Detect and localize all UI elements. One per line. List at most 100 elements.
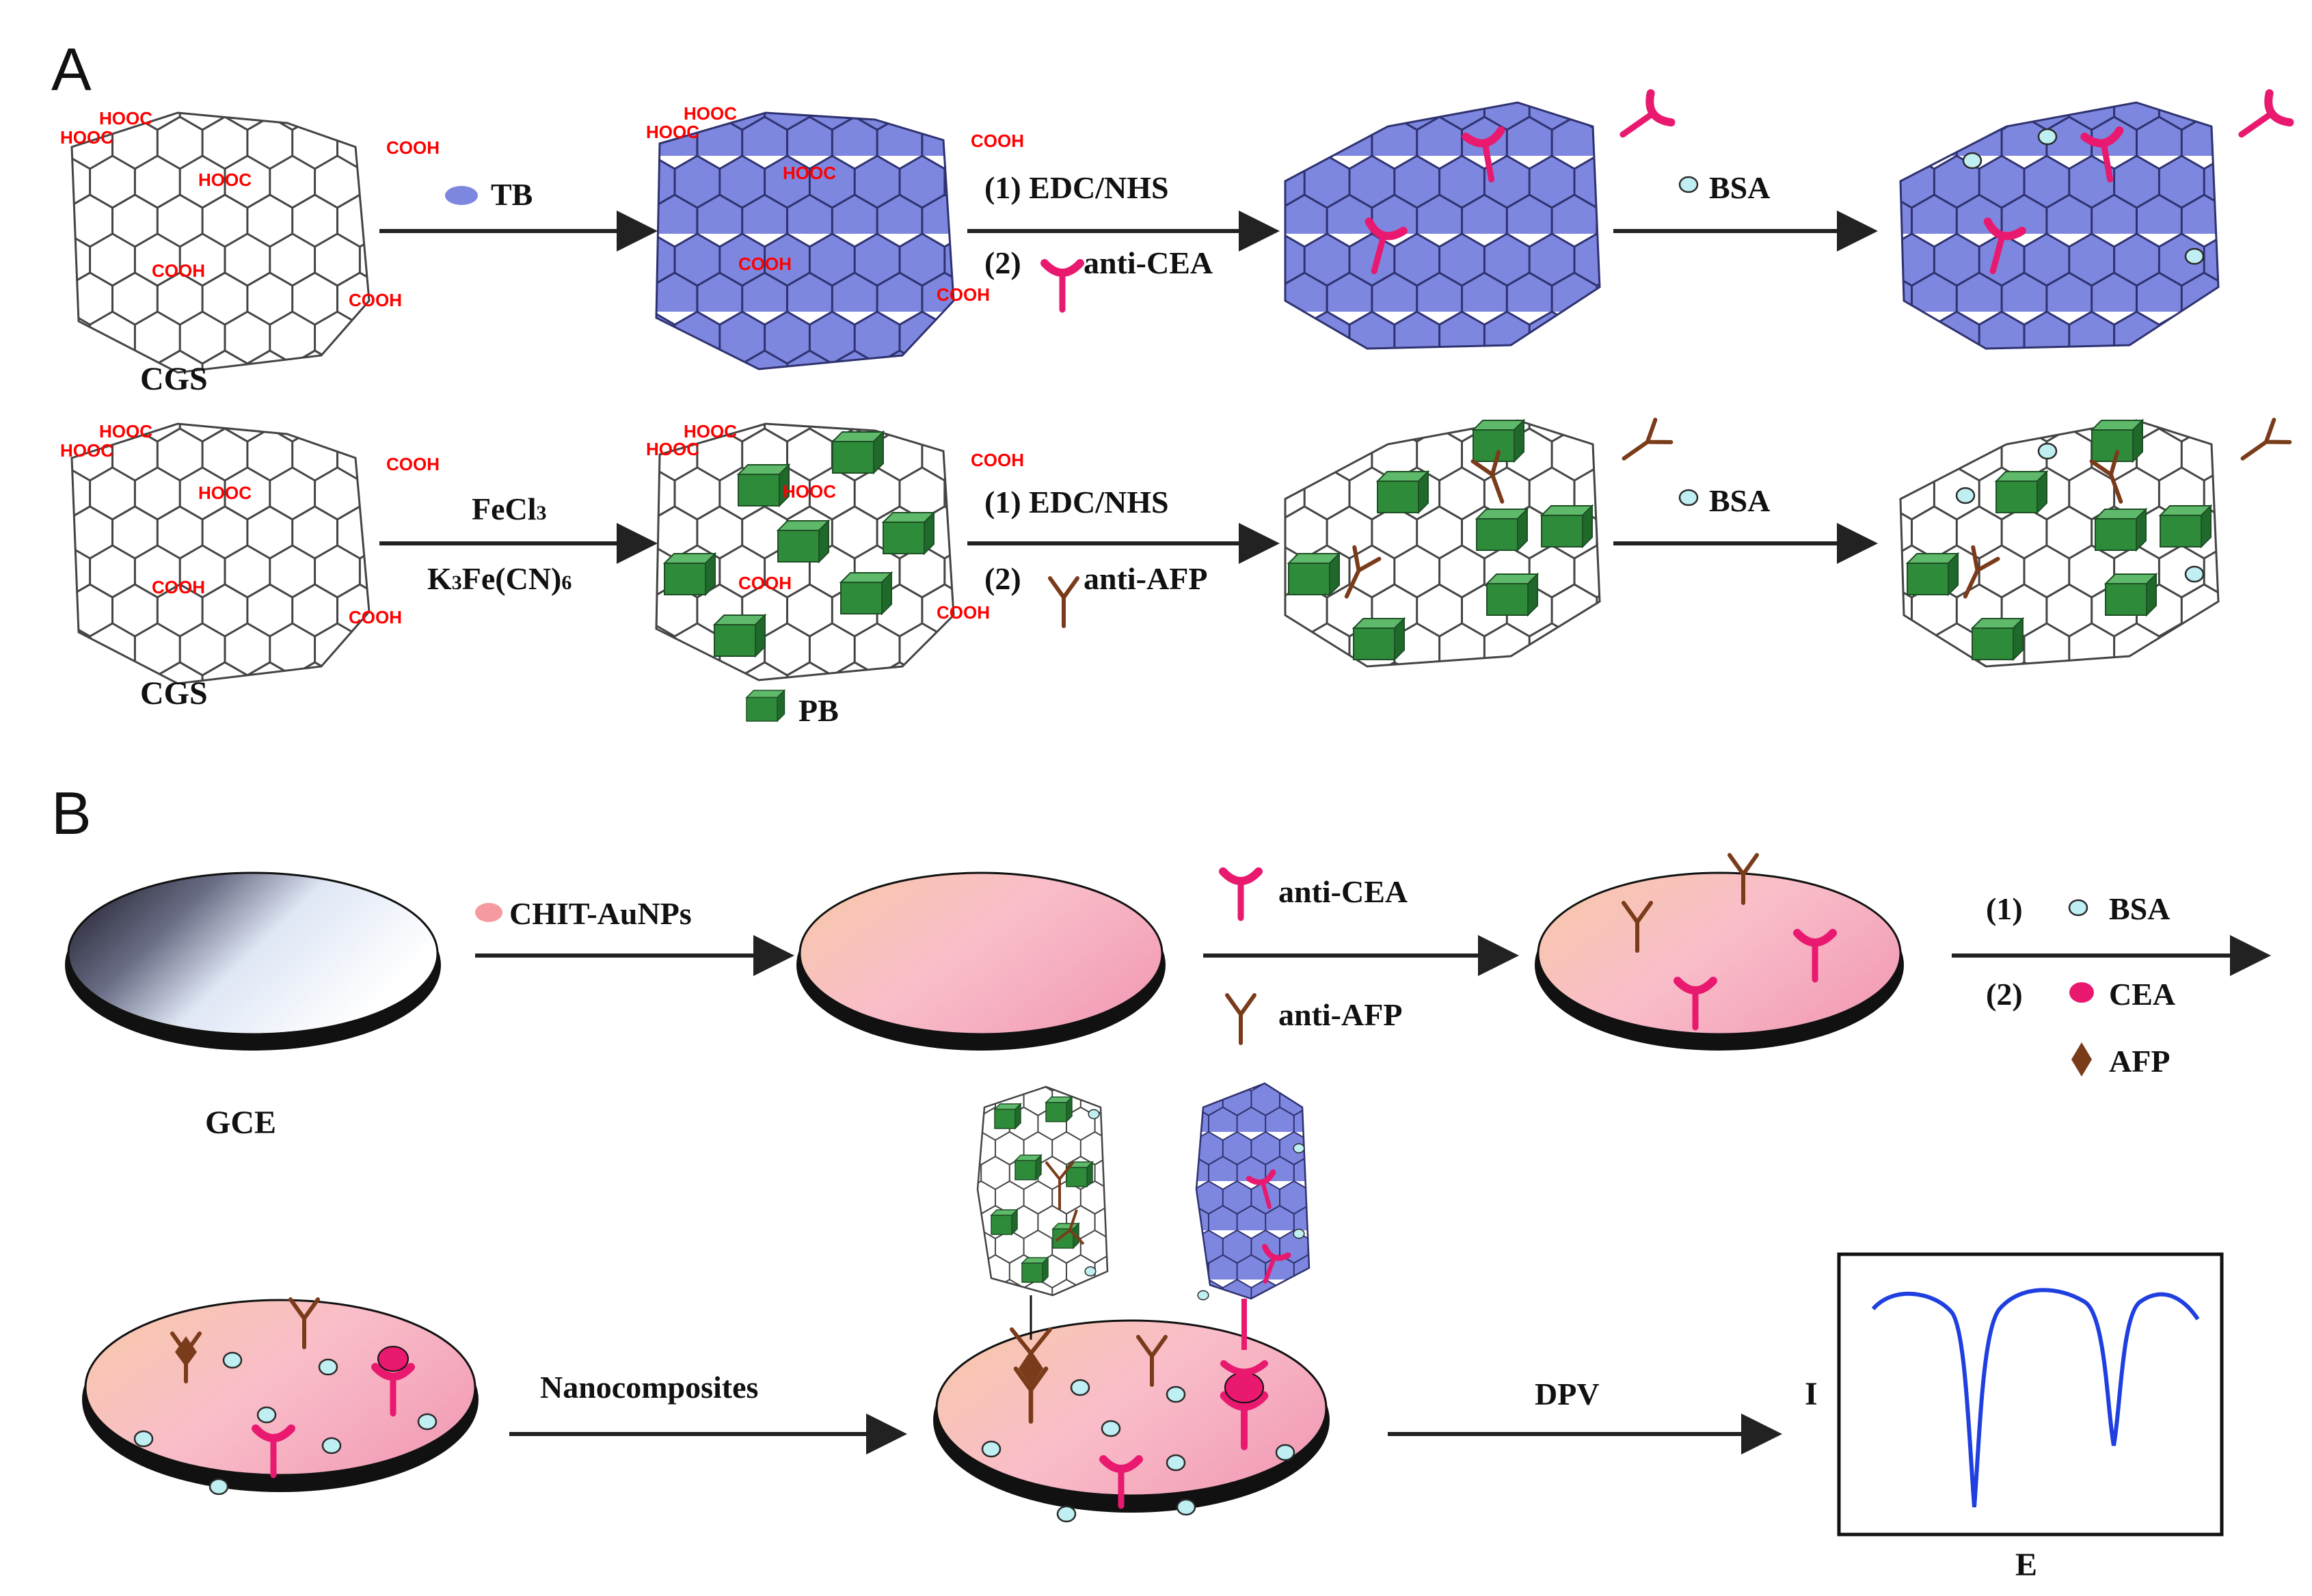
pb-nanocomposite-label: [976, 1085, 1109, 1340]
cooh-label: COOH: [386, 137, 440, 158]
bsa-blocked-afp-sheet: [1899, 420, 2289, 668]
anti-cea-icon: [1223, 871, 1259, 918]
gce-label: GCE: [205, 1105, 276, 1141]
anti-afp-icon: [1616, 420, 1671, 470]
bsa-icon: [2037, 128, 2058, 146]
bsa-icon: [1176, 1498, 1196, 1516]
pb-cube-icon: [832, 431, 884, 474]
dpv-y-axis-label: I: [1805, 1376, 1818, 1412]
bsa-icon: [133, 1430, 154, 1448]
pb-cube-icon: [1045, 1096, 1073, 1122]
bsa-icon: [1056, 1505, 1077, 1523]
bsa-icon: [981, 1440, 1002, 1458]
cooh-label: COOH: [738, 254, 792, 274]
pb-cube-icon: [1353, 618, 1405, 660]
bsa-icon: [417, 1413, 438, 1431]
bsa-icon: [1166, 1454, 1186, 1472]
cooh-label: COOH: [349, 607, 402, 627]
pb-cube-icon: [1476, 509, 1528, 551]
cooh-label: COOH: [971, 131, 1024, 151]
afp-antigen-icon: [2071, 1042, 2092, 1077]
cgs-label-row2: CGS: [140, 675, 208, 712]
bsa-icon: [1275, 1444, 1295, 1461]
anti-afp-sheet: [1284, 420, 1671, 668]
afp-antigen-icon: [175, 1336, 197, 1367]
pb-cube-icon: [714, 614, 766, 657]
bsa-icon: [2068, 899, 2088, 917]
pb-cube-icon: [1972, 618, 2024, 660]
hooc-label: HOOC: [646, 439, 699, 459]
hooc-label: HOOC: [684, 103, 737, 124]
step2-label-b: (2): [1986, 977, 2023, 1012]
detection-antibody-afp: [1010, 1327, 1052, 1357]
bsa-icon: [318, 1358, 338, 1376]
dpv-plot-frame: [1837, 1252, 2224, 1537]
antibody-electrode: [1535, 855, 1904, 1051]
bsa-blocked-cea-sheet: [1899, 93, 2290, 350]
bsa-icon: [2037, 442, 2058, 460]
detection-antibody-cea-arms: [1220, 1360, 1268, 1376]
pb-cube-icon: [664, 553, 716, 595]
bsa-icon: [1084, 1266, 1097, 1277]
cea-antigen-icon: [377, 1346, 409, 1372]
carboxyl-groups-pb-sheet: HOOC HOOC HOOC COOH COOH COOH: [646, 421, 1024, 623]
anti-cea-icon: [1613, 93, 1671, 149]
bsa-icon: [1678, 489, 1699, 506]
pb-cube-icon: [738, 464, 790, 506]
tb-dot-icon: [445, 186, 478, 205]
pb-cube-icon: [994, 1103, 1021, 1129]
cooh-label: COOH: [152, 577, 205, 597]
chit-aunps-electrode: [796, 871, 1166, 1051]
pb-cube-icon: [1541, 505, 1593, 547]
bsa-icon: [1678, 176, 1699, 193]
pb-cube-icon: [2095, 509, 2147, 551]
bsa-icon: [321, 1437, 342, 1455]
bsa-icon: [222, 1351, 243, 1369]
pb-cube-icon: [1995, 471, 2047, 513]
fecl3-label: FeCl3: [472, 491, 547, 526]
carboxyl-groups-row2: HOOC HOOC HOOC COOH COOH COOH: [60, 421, 440, 627]
bsa-icon: [1962, 152, 1982, 170]
bsa-icon: [1955, 487, 1976, 504]
dpv-x-axis-label: E: [2015, 1547, 2037, 1583]
pb-cube-icon: [1288, 553, 1340, 595]
carboxyl-groups-tb-sheet: HOOC HOOC HOOC COOH COOH COOH: [646, 103, 1024, 305]
pb-cube-icon: [777, 520, 829, 563]
pb-cube-icon: [883, 512, 935, 554]
bsa-icon: [2184, 565, 2205, 583]
pb-cube-icon: [991, 1209, 1018, 1235]
anti-cea-sheet: [1284, 93, 1671, 350]
chit-aunps-label: CHIT-AuNPs: [509, 896, 692, 931]
bsa-icon: [1088, 1109, 1100, 1120]
pb-cube-icon: [1486, 573, 1538, 616]
hooc-label: HOOC: [684, 421, 737, 442]
hooc-label: HOOC: [198, 170, 252, 190]
step2-prefix-row1: (2): [984, 245, 1021, 280]
hooc-label: HOOC: [99, 108, 152, 129]
anti-afp-label-b: anti-AFP: [1278, 997, 1402, 1032]
hooc-label: HOOC: [60, 127, 113, 148]
panel-label-a: A: [51, 36, 92, 103]
cooh-label: COOH: [349, 290, 402, 310]
pb-cgs-sheet: [655, 422, 955, 681]
anti-afp-icon: [1050, 578, 1077, 626]
step2-prefix-row2: (2): [984, 561, 1021, 596]
bsa-label-row2: BSA: [1709, 483, 1770, 518]
cooh-label: COOH: [971, 450, 1024, 470]
cgs-label-row1: CGS: [140, 361, 208, 397]
bsa-icon: [1293, 1228, 1305, 1239]
edc-nhs-label-row1: (1) EDC/NHS: [984, 170, 1169, 205]
anti-cea-icon: [2231, 93, 2290, 149]
bsa-icon: [2184, 247, 2205, 265]
tb-cgs-sheet: [655, 111, 955, 370]
tb-label: TB: [491, 177, 533, 212]
k3fecn6-label: K3Fe(CN)6: [427, 561, 572, 596]
cooh-label: COOH: [386, 454, 440, 474]
pb-cube-icon: [1021, 1257, 1049, 1283]
hooc-label: HOOC: [198, 483, 252, 503]
pb-cube-icon: [1907, 553, 1959, 595]
bsa-icon: [209, 1478, 229, 1496]
cooh-label: COOH: [937, 284, 990, 305]
bsa-icon: [1166, 1385, 1186, 1403]
